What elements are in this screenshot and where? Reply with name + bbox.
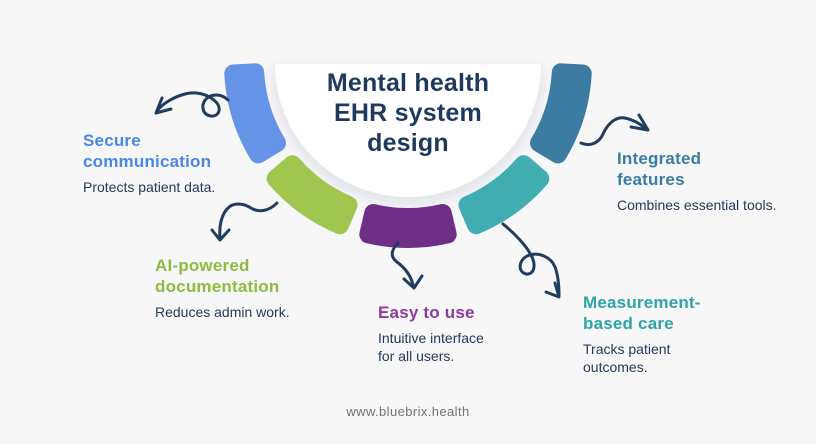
title-line-1: Mental health (326, 69, 490, 97)
arrow-easy-to-use-icon (390, 241, 424, 290)
section-heading: Secure communication (83, 131, 212, 171)
section-heading: Measurement-based care (583, 293, 701, 333)
arc-secure-communication (224, 63, 286, 164)
arc-easy-to-use (359, 204, 457, 248)
section-heading: AI-powered documentation (155, 256, 280, 296)
section-body: Combines essential tools. (617, 197, 777, 213)
section-secure-communication: Secure communication Protects patient da… (83, 130, 263, 196)
section-heading: Easy to use (378, 303, 475, 322)
website-url: www.bluebrix.health (346, 404, 470, 419)
section-ai-powered-documentation: AI-powered documentation Reduces admin w… (155, 255, 325, 321)
title-line-3: design (367, 129, 449, 157)
arc-ai-powered-documentation (266, 155, 358, 235)
arc-integrated-features (530, 63, 592, 164)
arrow-secure-communication-icon (154, 91, 230, 118)
section-body: Intuitive interface for all users. (378, 330, 484, 364)
section-body: Protects patient data. (83, 179, 216, 195)
section-heading: Integrated features (617, 149, 702, 189)
diagram-title: Mental health EHR system design (258, 68, 558, 158)
arrow-integrated-features-icon (579, 113, 650, 147)
section-body: Tracks patient outcomes. (583, 341, 671, 375)
section-integrated-features: Integrated features Combines essential t… (617, 148, 797, 214)
arc-measurement-based-care (458, 155, 550, 235)
section-body: Reduces admin work. (155, 304, 290, 320)
section-measurement-based-care: Measurement-based care Tracks patient ou… (583, 292, 723, 376)
center-semicircle (275, 64, 541, 197)
arrow-measurement-based-care-icon (501, 222, 561, 299)
arrows (154, 91, 650, 299)
ring-segments (224, 63, 592, 248)
title-line-2: EHR system (334, 99, 482, 127)
section-easy-to-use: Easy to use Intuitive interface for all … (378, 302, 518, 365)
arrow-ai-powered-documentation-icon (210, 201, 279, 242)
